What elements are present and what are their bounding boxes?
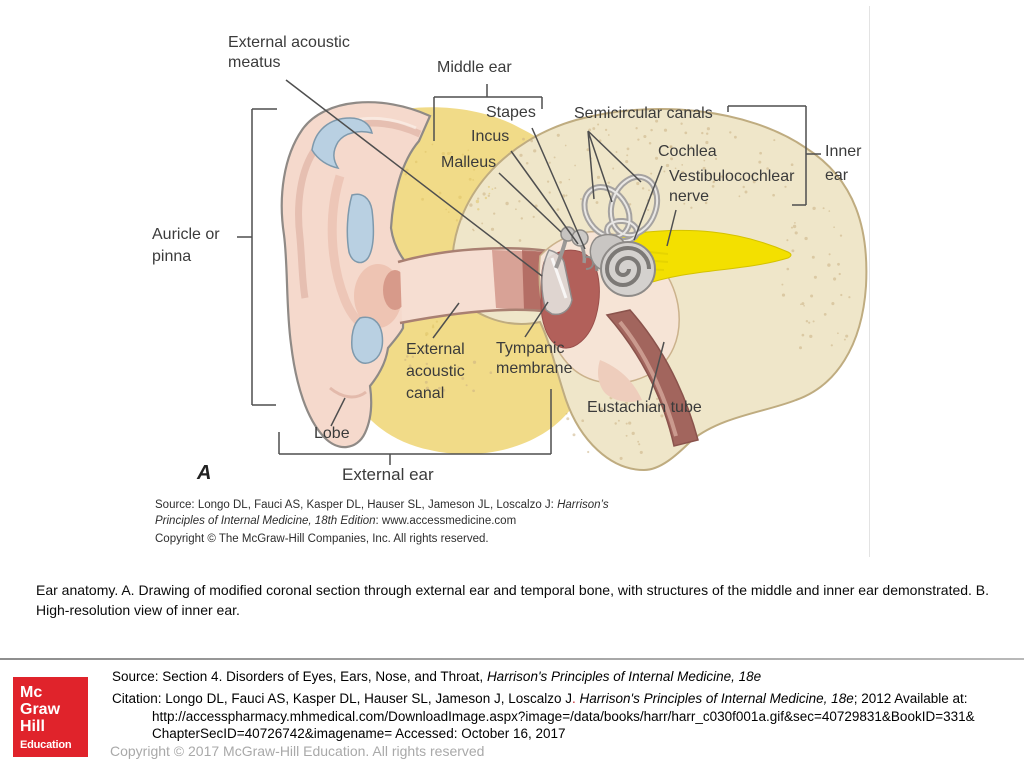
caption-line-2: High-resolution view of inner ear. bbox=[36, 602, 240, 618]
footer-source-italic: Harrison's Principles of Internal Medici… bbox=[486, 669, 762, 684]
figure-source-line2: : www.accessmedicine.com bbox=[375, 515, 517, 527]
panel-letter-a: A bbox=[197, 462, 212, 484]
logo-line-graw: Graw bbox=[20, 701, 61, 718]
label-incus: Incus bbox=[471, 128, 510, 145]
footer-divider bbox=[0, 658, 1024, 660]
footer-citation-url: http://accesspharmacy.mhmedical.com/Down… bbox=[152, 709, 975, 724]
figure-source-line1: Source: Longo DL, Fauci AS, Kasper DL, H… bbox=[155, 499, 558, 511]
label-tympanic-membrane: Tympanic membrane bbox=[496, 340, 573, 377]
label-middle-ear: Middle ear bbox=[437, 59, 512, 76]
label-eustachian-tube: Eustachian tube bbox=[587, 399, 702, 416]
footer-citation-dot: . bbox=[571, 691, 580, 706]
figure-source-text: Source: Longo DL, Fauci AS, Kasper DL, H… bbox=[155, 497, 609, 529]
label-cochlea: Cochlea bbox=[658, 143, 717, 160]
label-stapes: Stapes bbox=[486, 104, 536, 121]
mcgraw-hill-logo: Mc Graw Hill Education bbox=[13, 677, 88, 757]
footer-citation-italic: Harrison's Principles of Internal Medici… bbox=[579, 691, 854, 706]
caption-line-1: Ear anatomy. A. Drawing of modified coro… bbox=[36, 582, 990, 598]
label-lobe: Lobe bbox=[314, 425, 350, 442]
ear-diagram-art bbox=[237, 79, 868, 472]
footer-source-prefix: Source: Section 4. Disorders of Eyes, Ea… bbox=[112, 669, 487, 684]
label-semicircular-canals: Semicircular canals bbox=[574, 105, 713, 122]
label-external-acoustic-canal: External acoustic canal bbox=[406, 341, 465, 402]
logo-line-education: Education bbox=[20, 739, 72, 751]
label-vestibulocochlear-nerve: Vestibulocochlear nerve bbox=[669, 168, 795, 205]
label-auricle-or-pinna: Auricle or pinna bbox=[152, 226, 220, 265]
logo-line-hill: Hill bbox=[20, 718, 45, 735]
label-external-ear: External ear bbox=[342, 465, 434, 484]
logo-line-mc: Mc bbox=[20, 684, 43, 701]
footer-copyright: Copyright © 2017 McGraw-Hill Education. … bbox=[110, 743, 485, 759]
slide-caption: Ear anatomy. A. Drawing of modified coro… bbox=[36, 580, 989, 620]
footer-citation-line: Citation: Longo DL, Fauci AS, Kasper DL,… bbox=[112, 691, 968, 706]
label-external-acoustic-meatus: External acoustic meatus bbox=[228, 34, 350, 71]
footer-citation-prefix: Citation: Longo DL, Fauci AS, Kasper DL,… bbox=[112, 691, 572, 706]
footer-citation-suffix: ; 2012 Available at: bbox=[853, 691, 968, 706]
label-malleus: Malleus bbox=[441, 154, 497, 171]
figure-copyright: Copyright © The McGraw-Hill Companies, I… bbox=[155, 533, 489, 545]
footer-citation-url-2: ChapterSecID=40726742&imagename= Accesse… bbox=[152, 726, 566, 741]
figure-source-line2-italic: Principles of Internal Medicine, 18th Ed… bbox=[155, 515, 376, 527]
footer-source-line: Source: Section 4. Disorders of Eyes, Ea… bbox=[112, 669, 761, 684]
leader-lines bbox=[237, 79, 821, 465]
figure-source-line1-italic: Harrison’s bbox=[557, 499, 609, 511]
figure-right-edge bbox=[869, 6, 870, 557]
label-inner-ear: Inner ear bbox=[825, 143, 862, 184]
